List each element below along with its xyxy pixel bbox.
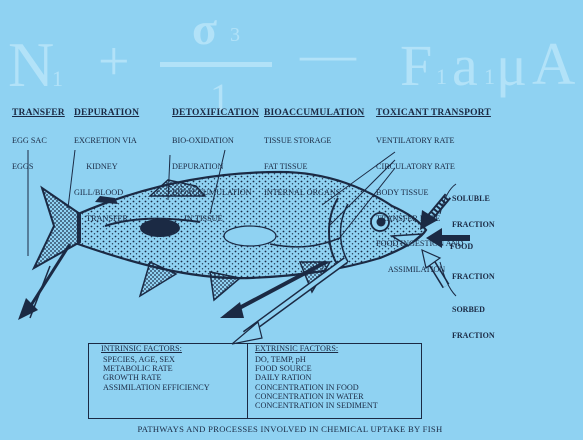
header-detoxification: DETOXIFICATION	[172, 108, 259, 118]
bioaccumulation-list: TISSUE STORAGE FAT TISSUE INTERNAL ORGAN…	[264, 120, 340, 206]
transfer-item: EGG SAC	[12, 137, 47, 146]
bioacc-item: TISSUE STORAGE	[264, 137, 340, 146]
bioacc-item: INTERNAL ORGANS	[264, 189, 340, 198]
intrinsic-factors-title: INTRINSIC FACTORS:	[101, 344, 182, 353]
transport-item: BODY TISSUE	[376, 189, 463, 198]
header-transfer: TRANSFER	[12, 108, 65, 118]
transport-item: TRANSFER RATE	[376, 215, 463, 224]
food-fraction-label: FOOD FRACTION	[452, 226, 495, 290]
detoxification-list: BIO-OXIDATION DEPURATION BIOACCUMULATION…	[172, 120, 252, 232]
extrinsic-factor: FOOD SOURCE	[255, 364, 378, 373]
sorbed-fraction-line: SORBED	[452, 306, 495, 315]
sorbed-fraction-line: FRACTION	[452, 332, 495, 341]
sorbed-fraction-label: SORBED FRACTION	[452, 289, 495, 349]
detox-item: BIO-OXIDATION	[172, 137, 252, 146]
intrinsic-factors-list: SPECIES, AGE, SEX METABOLIC RATE GROWTH …	[103, 355, 210, 392]
toxicant-transport-list: VENTILATORY RATE CIRCULATORY RATE BODY T…	[376, 120, 463, 283]
food-fraction-line: FRACTION	[452, 273, 495, 282]
detox-item: IN TISSUE	[172, 215, 252, 224]
depuration-item: EXCRETION VIA	[74, 137, 137, 146]
extrinsic-factor: CONCENTRATION IN FOOD	[255, 383, 378, 392]
extrinsic-factors-list: DO, TEMP, pH FOOD SOURCE DAILY RATION CO…	[255, 355, 378, 410]
transport-item: VENTILATORY RATE	[376, 137, 463, 146]
depuration-item: TRANSFER	[74, 215, 137, 224]
extrinsic-factors-title: EXTRINSIC FACTORS:	[255, 344, 338, 353]
extrinsic-factor: DAILY RATION	[255, 373, 378, 382]
detox-item: DEPURATION	[172, 163, 252, 172]
intrinsic-factor: SPECIES, AGE, SEX	[103, 355, 210, 364]
transport-item: ASSIMILATION	[376, 266, 463, 275]
depuration-item: GILL/BLOOD	[74, 189, 137, 198]
extrinsic-factor: CONCENTRATION IN WATER	[255, 392, 378, 401]
food-fraction-line: FOOD	[450, 243, 495, 252]
intrinsic-factor: GROWTH RATE	[103, 373, 210, 382]
factors-table: INTRINSIC FACTORS: SPECIES, AGE, SEX MET…	[88, 343, 422, 419]
header-bioaccumulation: BIOACCUMULATION	[264, 108, 364, 118]
depuration-item: KIDNEY	[74, 163, 137, 172]
bioacc-item: FAT TISSUE	[264, 163, 340, 172]
depuration-list: EXCRETION VIA KIDNEY GILL/BLOOD TRANSFER	[74, 120, 137, 232]
header-depuration: DEPURATION	[74, 108, 139, 118]
transfer-item: EGGS	[12, 163, 47, 172]
figure-caption: PATHWAYS AND PROCESSES INVOLVED IN CHEMI…	[40, 424, 540, 434]
header-toxicant-transport: TOXICANT TRANSPORT	[376, 108, 491, 118]
extrinsic-factor: DO, TEMP, pH	[255, 355, 378, 364]
intrinsic-factor: ASSIMILATION EFFICIENCY	[103, 383, 210, 392]
table-divider	[247, 344, 248, 418]
soluble-fraction-line: SOLUBLE	[452, 195, 495, 204]
transfer-list: EGG SAC EGGS	[12, 120, 47, 180]
extrinsic-factor: CONCENTRATION IN SEDIMENT	[255, 401, 378, 410]
transport-item: CIRCULATORY RATE	[376, 163, 463, 172]
detox-item: BIOACCUMULATION	[172, 189, 252, 198]
intrinsic-factor: METABOLIC RATE	[103, 364, 210, 373]
